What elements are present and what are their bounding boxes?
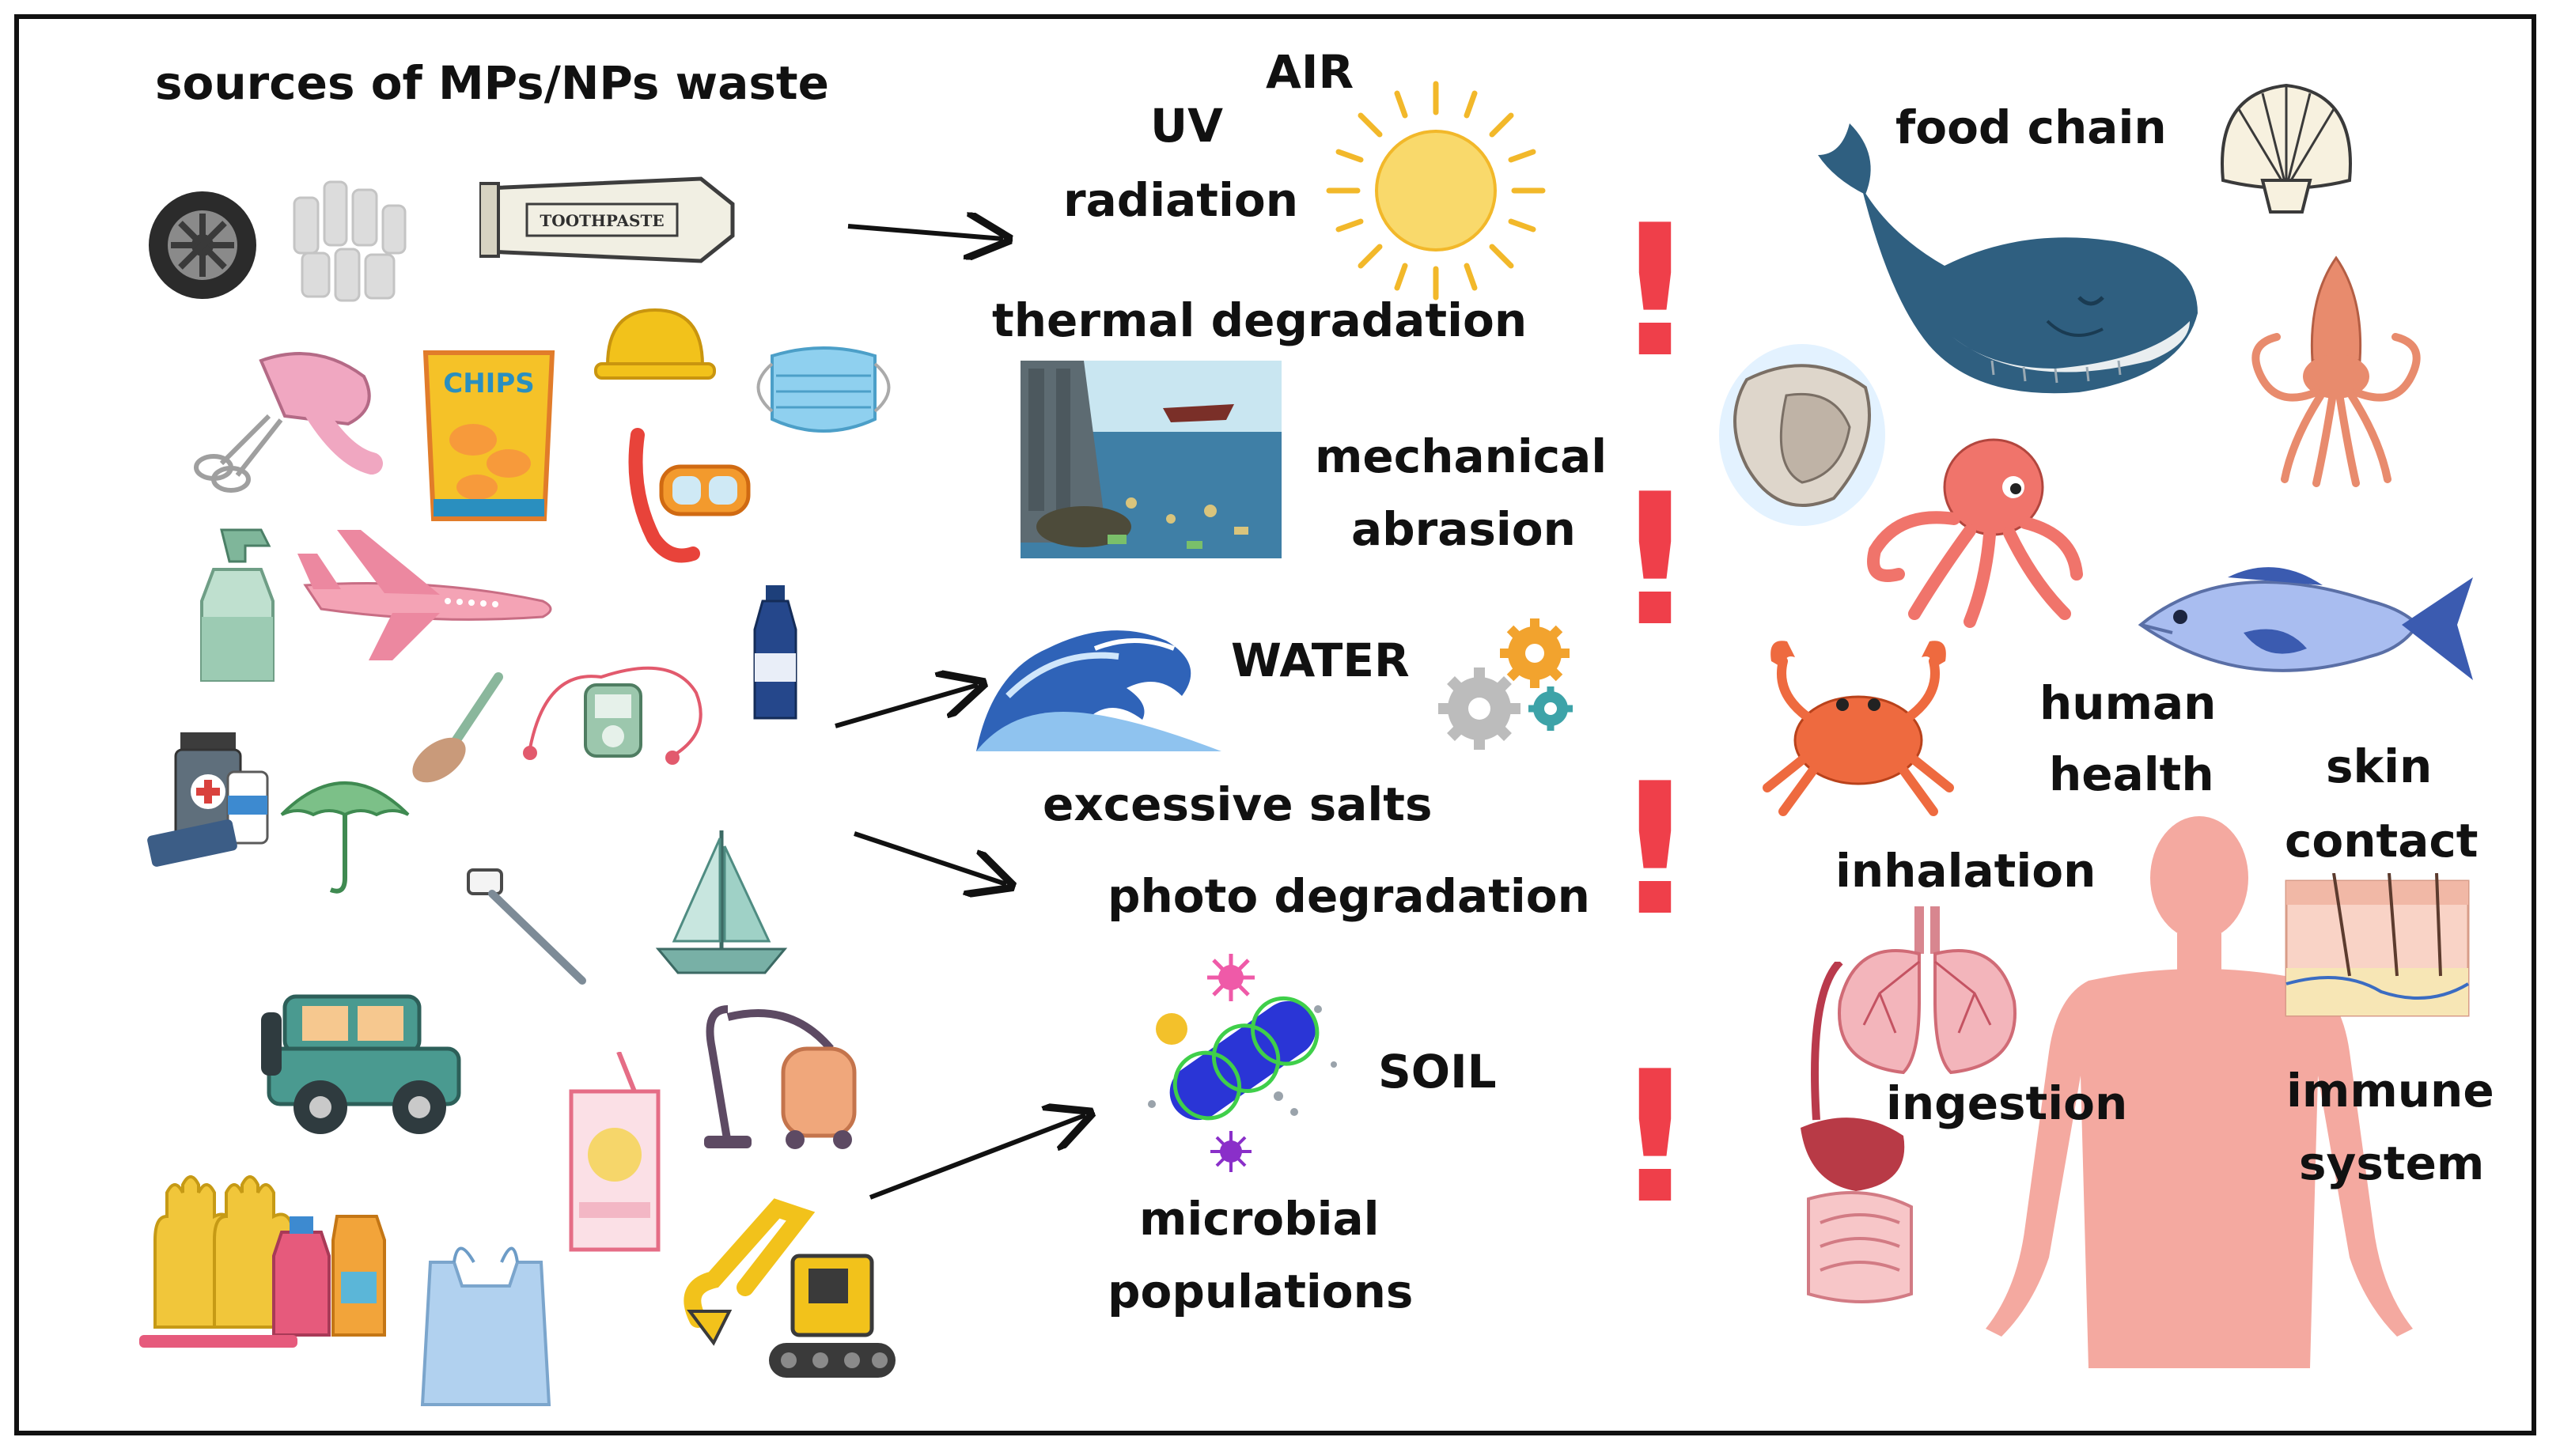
sun-icon <box>1326 81 1546 301</box>
warning-mark-soil: ! <box>1613 1033 1697 1244</box>
excavator-icon <box>684 1198 896 1378</box>
gloves-detergent-icon <box>139 1175 386 1348</box>
thermal-degradation-label: thermal degradation <box>992 293 1528 347</box>
soil-label: SOIL <box>1378 1045 1497 1099</box>
immune-label: immune <box>2286 1064 2494 1118</box>
octopus-icon <box>1867 438 2083 628</box>
warning-mark-air: ! <box>1613 187 1697 398</box>
arrow-to-soil <box>869 1115 1085 1200</box>
microbial-label: microbial <box>1139 1192 1380 1246</box>
lungs-icon <box>1838 906 2017 1075</box>
excessive-salts-label: excessive salts <box>1043 777 1433 831</box>
earphones-player-icon <box>523 666 702 765</box>
water-label: WATER <box>1231 633 1410 687</box>
face-mask-icon <box>756 346 891 433</box>
jeep-icon <box>261 994 461 1134</box>
squid-icon <box>2251 255 2421 487</box>
arrow-to-water <box>835 685 978 728</box>
radiation-label: radiation <box>1063 173 1299 227</box>
scallop-shell-icon <box>2221 83 2352 214</box>
air-label: AIR <box>1266 45 1354 99</box>
arrow-to-air <box>847 226 1003 239</box>
photo-degradation-label: photo degradation <box>1108 869 1590 923</box>
human-body-icon <box>1986 816 2413 1368</box>
fish-icon <box>2138 567 2473 680</box>
skin-section-icon <box>2285 873 2470 1017</box>
contact-label: contact <box>2285 814 2479 868</box>
spray-bottle-icon <box>200 528 275 682</box>
microbes-icon <box>1148 954 1337 1172</box>
uv-label: UV <box>1150 99 1223 153</box>
abrasion-label: abrasion <box>1351 502 1576 556</box>
mechanical-label: mechanical <box>1315 429 1608 483</box>
system-label: system <box>2299 1136 2485 1190</box>
hard-hat-icon <box>594 308 716 380</box>
chips-bag-icon: CHIPS <box>422 350 555 521</box>
selfie-stick-icon <box>467 868 586 985</box>
toothpaste-tube-icon: TOOTHPASTE <box>479 176 735 263</box>
health-label: health <box>2049 747 2214 801</box>
inhalation-label: inhalation <box>1835 844 2096 898</box>
oyster-icon <box>1719 344 1885 526</box>
chips-label: CHIPS <box>443 368 534 399</box>
ocean-pollution-image <box>1021 361 1282 558</box>
vacuum-cleaner-icon <box>704 1005 857 1149</box>
food-chain-label: food chain <box>1895 100 2167 154</box>
ingestion-label: ingestion <box>1886 1076 2128 1130</box>
airplane-icon <box>297 530 552 660</box>
whale-icon <box>1818 123 2198 394</box>
gears-icon <box>1438 618 1573 750</box>
plastic-bag-icon <box>420 1246 551 1406</box>
tire-icon <box>149 191 256 299</box>
snorkel-mask-icon <box>628 428 751 563</box>
juice-box-icon <box>569 1052 661 1252</box>
plastic-bottles-icon <box>293 180 407 302</box>
human-label: human <box>2039 676 2217 730</box>
sailboat-icon <box>655 830 788 974</box>
populations-label: populations <box>1108 1265 1414 1318</box>
arrow-to-photo-degradation <box>854 831 1006 884</box>
crab-icon <box>1763 641 1954 816</box>
brush-icon <box>412 672 503 783</box>
warning-mark-mechanical: ! <box>1613 456 1697 667</box>
water-bottle-icon <box>753 585 797 720</box>
warning-mark-water: ! <box>1613 745 1697 956</box>
digestive-system-icon <box>1801 962 1913 1303</box>
sources-title: sources of MPs/NPs waste <box>155 56 829 110</box>
umbrella-icon <box>280 781 410 894</box>
medicine-icon <box>147 732 269 867</box>
outer-frame <box>14 14 2536 1435</box>
skin-label: skin <box>2326 739 2433 793</box>
hand-mixer-icon <box>194 352 383 493</box>
toothpaste-label: TOOTHPASTE <box>540 211 664 230</box>
wave-icon <box>976 630 1221 751</box>
